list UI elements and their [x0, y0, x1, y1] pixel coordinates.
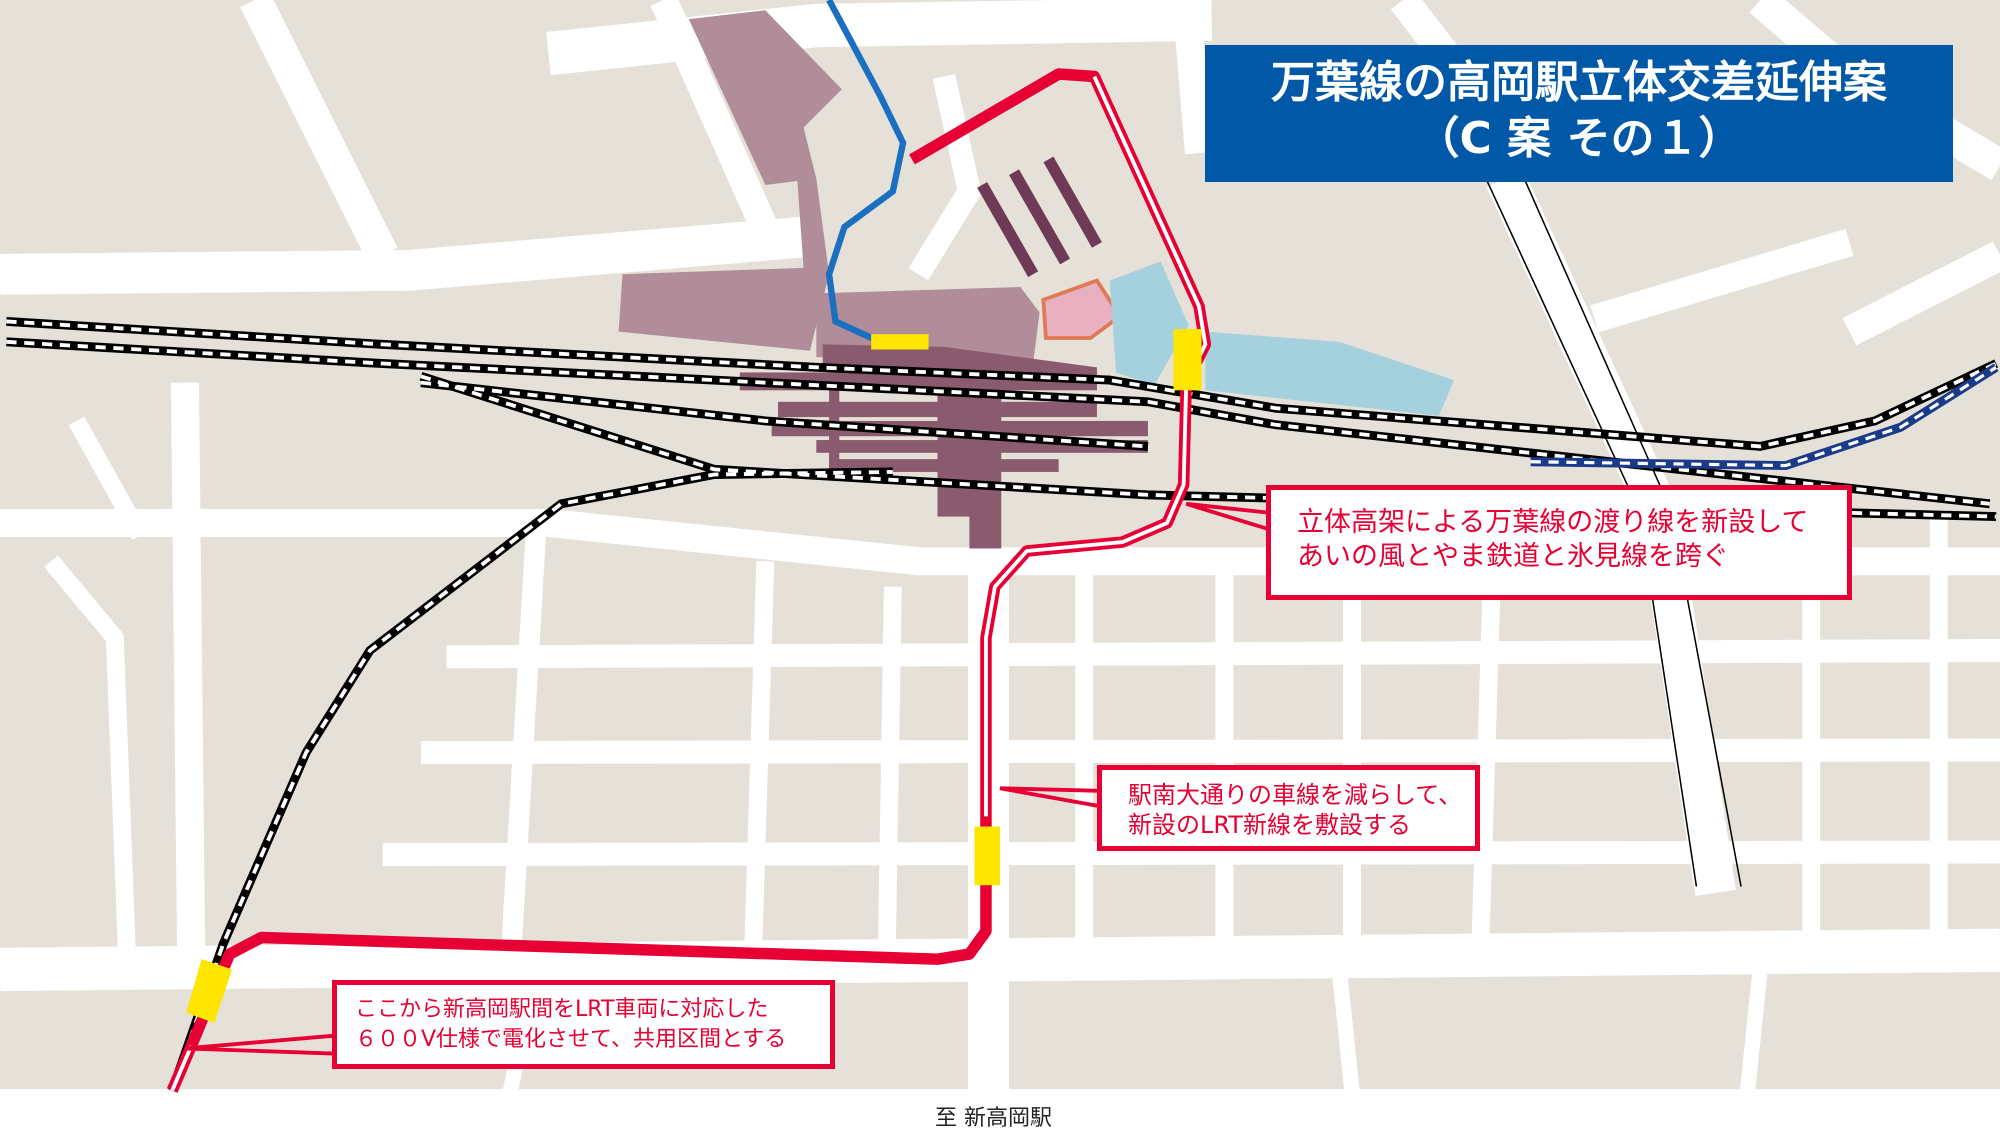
station-markers	[186, 329, 1202, 1023]
callout-shared-section: ここから新高岡駅間をLRT車両に対応した ６００V仕様で電化させて、共用区間とす…	[332, 980, 835, 1069]
callout-avenue: 駅南大通りの車線を減らして、 新設のLRT新線を敷設する	[1097, 765, 1480, 851]
callout-text: ６００V仕様で電化させて、共用区間とする	[355, 1027, 787, 1052]
callout-text: 駅南大通りの車線を減らして、	[1128, 781, 1463, 809]
destination-label: 至 新高岡駅	[935, 1106, 1052, 1130]
water-west	[1109, 261, 1189, 386]
map-title: 万葉線の高岡駅立体交差延伸案 （C 案 その１）	[1205, 45, 1953, 182]
building-station-west	[618, 178, 830, 351]
pink-building	[1041, 278, 1123, 340]
callout-text: ここから新高岡駅間をLRT車両に対応した	[355, 997, 769, 1022]
water-east	[1205, 331, 1455, 416]
title-line-2: （C 案 その１）	[1415, 113, 1743, 164]
building-north	[688, 10, 842, 185]
callout-viaduct: 立体高架による万葉線の渡り線を新設して あいの風とやま鉄道と氷見線を跨ぐ	[1266, 485, 1852, 600]
callout-text: あいの風とやま鉄道と氷見線を跨ぐ	[1297, 541, 1729, 572]
callout-leaders	[184, 501, 1270, 1056]
callout-text: 立体高架による万葉線の渡り線を新設して	[1297, 507, 1809, 538]
callout-text: 新設のLRT新線を敷設する	[1128, 811, 1411, 839]
platform-stripes	[977, 156, 1102, 278]
river	[825, 0, 913, 348]
title-line-1: 万葉線の高岡駅立体交差延伸案	[1271, 57, 1887, 108]
proposed-lrt-route	[166, 68, 1212, 1093]
